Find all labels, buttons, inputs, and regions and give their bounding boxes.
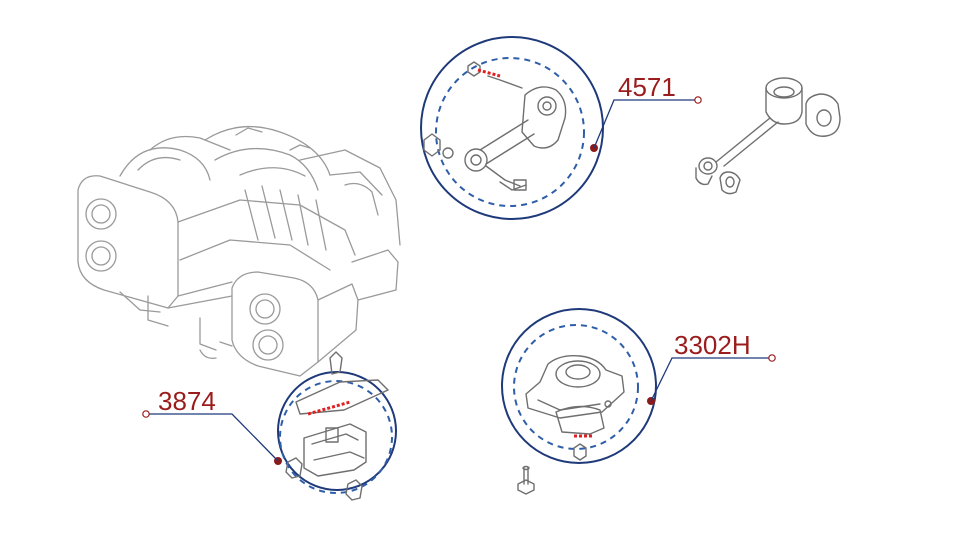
front-mount-part xyxy=(285,351,389,501)
trans-mount-part xyxy=(525,354,625,461)
upper-link-callout-circle xyxy=(420,36,604,220)
front-mount-dashed-circle xyxy=(279,380,393,494)
pitch-stop-link-assembly xyxy=(695,77,841,195)
upper-link-callout-group: 4571 xyxy=(420,36,702,220)
mount-bolt-illustration xyxy=(517,465,535,495)
trans-mount-callout-circle xyxy=(501,308,657,464)
trans-mount-leader-end xyxy=(768,354,776,362)
callout-label-3302H: 3302H xyxy=(674,330,751,360)
front-mount-callout-group: 3874 xyxy=(142,351,397,501)
trans-mount-callout-group: 3302H xyxy=(501,308,776,464)
front-mount-callout-circle xyxy=(277,371,397,491)
engine-block-illustration xyxy=(77,126,401,377)
callout-label-4571: 4571 xyxy=(618,72,676,102)
upper-link-dashed-circle xyxy=(435,57,585,207)
front-mount-highlight xyxy=(307,400,351,416)
front-mount-leader-end xyxy=(142,410,150,418)
callout-label-3874: 3874 xyxy=(158,386,216,416)
trans-mount-dashed-circle xyxy=(513,324,639,450)
upper-link-highlight xyxy=(477,68,501,78)
upper-link-leader-end xyxy=(694,96,702,104)
upper-link-part xyxy=(423,61,567,191)
